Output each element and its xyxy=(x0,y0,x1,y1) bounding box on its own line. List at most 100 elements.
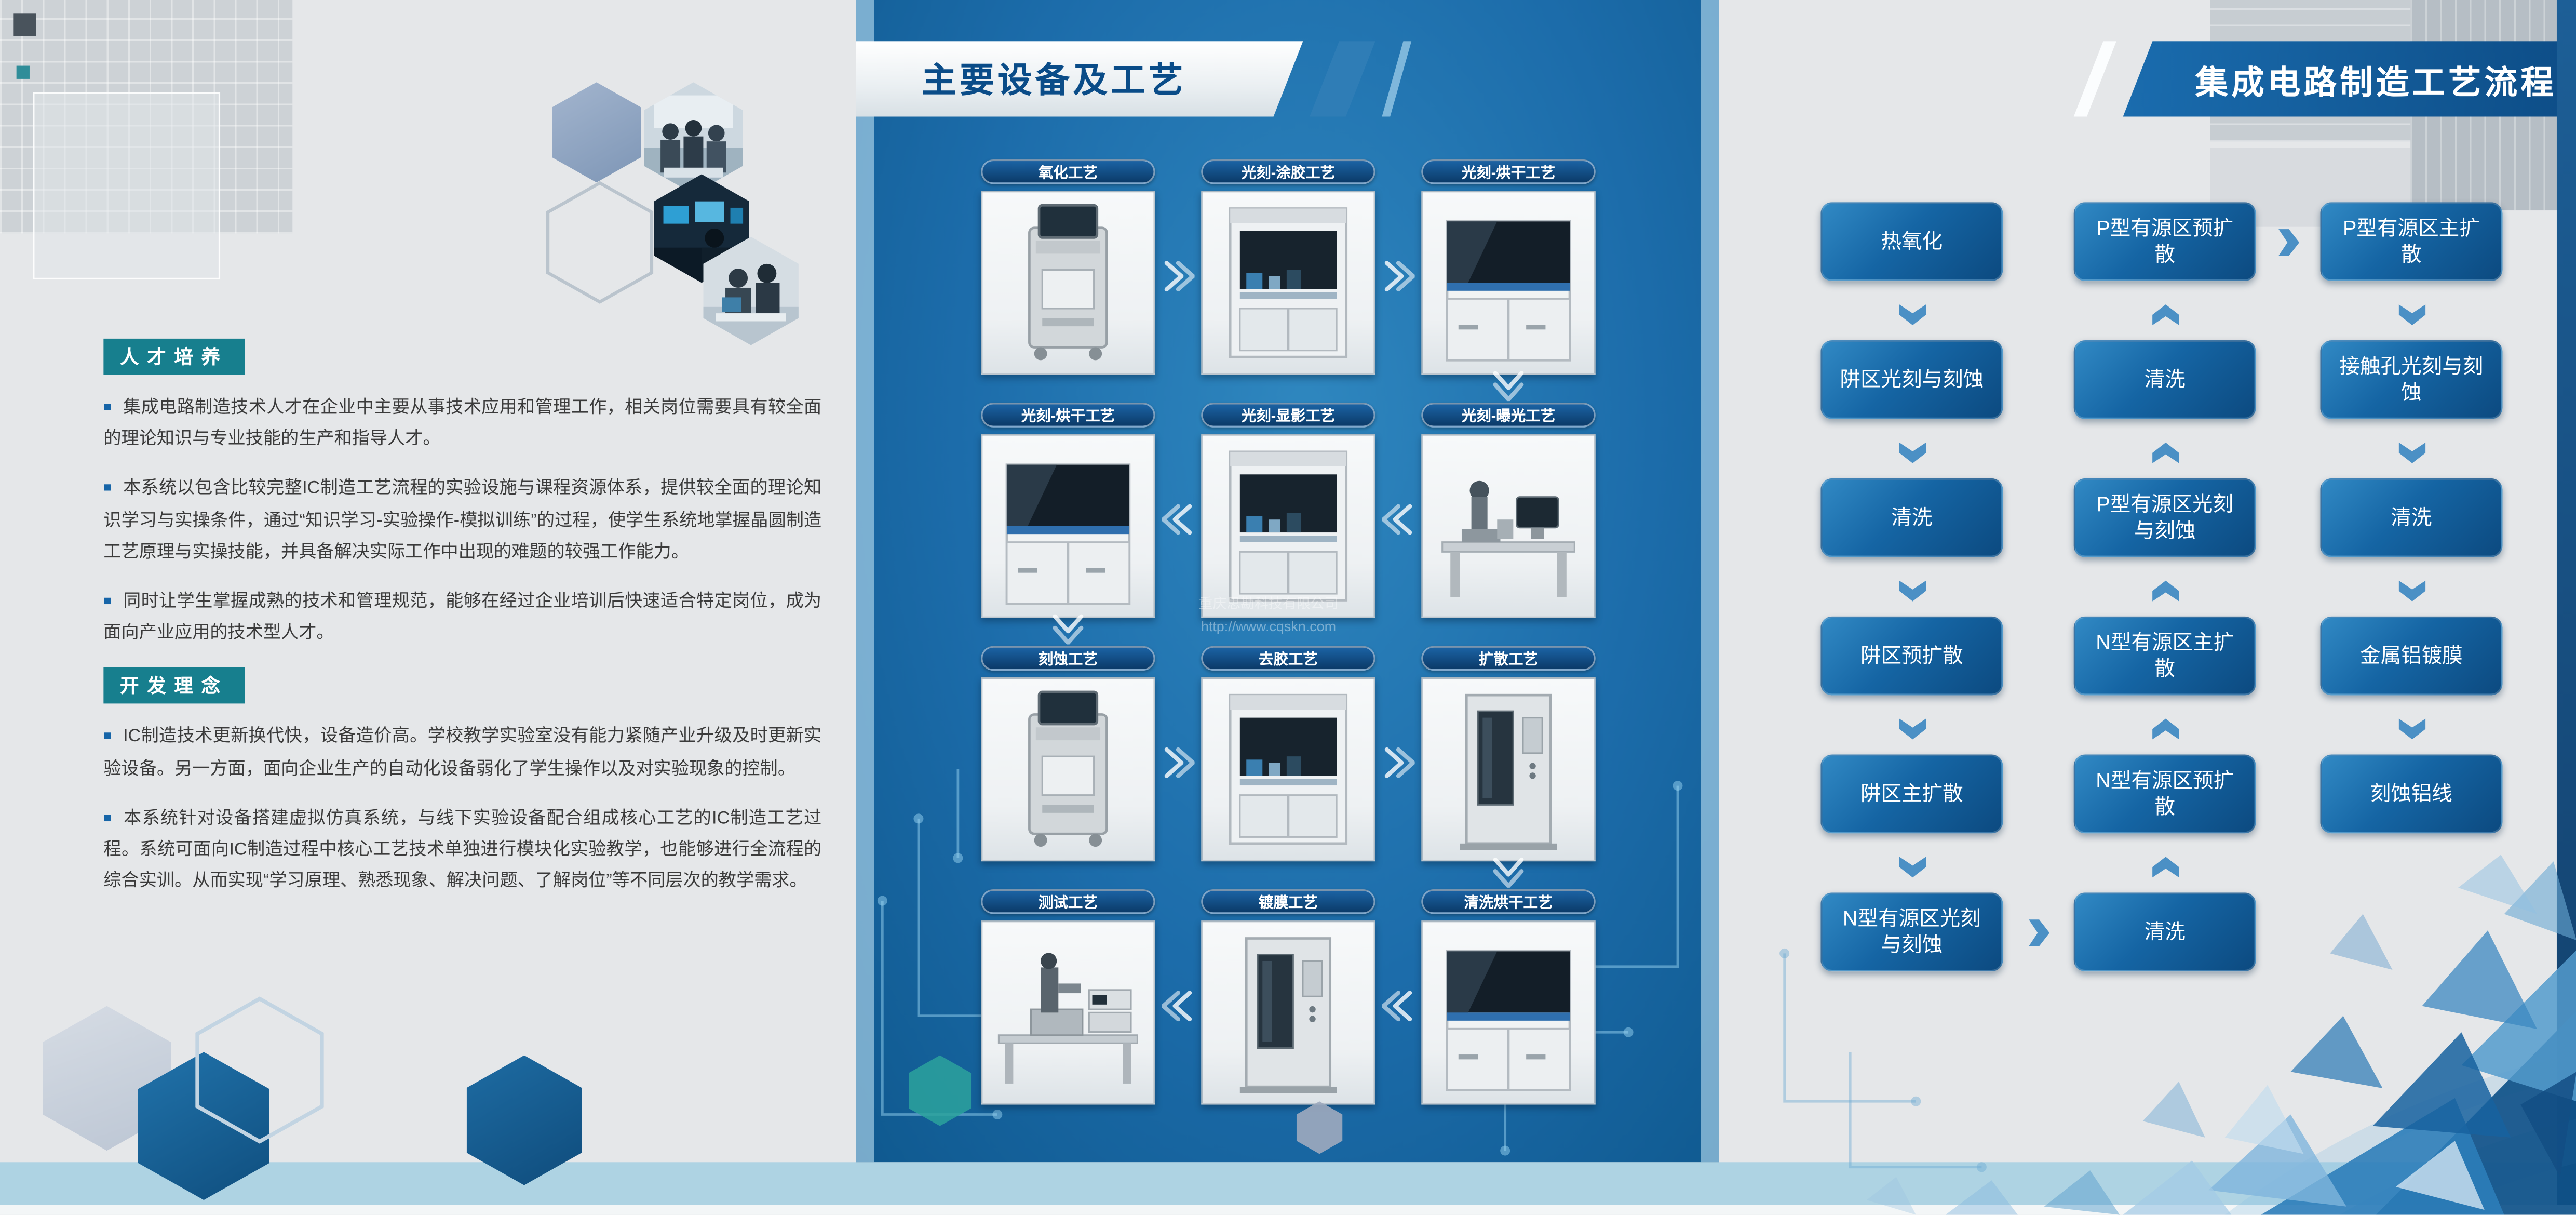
flow-step: P型有源区主扩散 xyxy=(2320,202,2503,282)
small-teal-square-decoration xyxy=(16,65,30,79)
flow-step: 刻蚀铝线 xyxy=(2320,754,2503,834)
outline-hexagon-decoration xyxy=(546,181,654,304)
equipment-card: 光刻-烘干工艺 xyxy=(981,403,1155,618)
fold-strip-right xyxy=(1701,0,1719,1163)
middle-panel: 主要设备及工艺 氧化工艺光刻-涂胶工艺光刻-烘干工艺光刻-烘干工艺光刻-显影工艺… xyxy=(856,0,1719,1163)
equipment-photo-hood xyxy=(1201,191,1375,375)
equipment-photo-cabinet xyxy=(1201,920,1375,1105)
equipment-label: 光刻-曝光工艺 xyxy=(1421,403,1596,428)
equipment-photo-probe xyxy=(981,920,1155,1105)
chevron-down-icon xyxy=(1487,850,1530,892)
equipment-photo-aligner xyxy=(1421,434,1596,618)
bottom-margin xyxy=(0,1205,2576,1215)
spine-strip-decoration xyxy=(2556,0,2576,1205)
body-paragraph: ■IC制造技术更新换代快，设备造价高。学校教学实验室没有能力紧随产业升级及时更新… xyxy=(103,727,822,779)
flow-step: 清洗 xyxy=(2320,478,2503,557)
filled-hexagon-decoration xyxy=(552,82,641,183)
equipment-card: 光刻-烘干工艺 xyxy=(1421,159,1596,375)
flow-step: 金属铝镀膜 xyxy=(2320,616,2503,696)
equipment-photo-bench xyxy=(1421,191,1596,375)
flow-arrow-up-icon xyxy=(2149,573,2181,606)
equipment-card: 镀膜工艺 xyxy=(1201,889,1375,1105)
flow-step: 清洗 xyxy=(1820,478,2003,557)
body-paragraph: ■同时让学生掌握成熟的技术和管理规范，能够在经过企业培训后快速适合特定岗位，成为… xyxy=(103,592,822,644)
equipment-label: 氧化工艺 xyxy=(981,159,1155,184)
equipment-card: 氧化工艺 xyxy=(981,159,1155,375)
equipment-label: 光刻-显影工艺 xyxy=(1201,403,1375,428)
equipment-label: 光刻-烘干工艺 xyxy=(981,403,1155,428)
equipment-label: 刻蚀工艺 xyxy=(981,646,1155,671)
flow-arrow-down-icon xyxy=(2395,712,2427,744)
flow-arrow-up-icon xyxy=(2149,298,2181,330)
flow-step: N型有源区预扩散 xyxy=(2073,754,2256,834)
body-paragraph: ■本系统以包含比较完整IC制造工艺流程的实验设施与课程资源体系，提供较全面的理论… xyxy=(103,479,822,562)
body-paragraph: ■本系统针对设备搭建虚拟仿真系统，与线下实验设备配合组成核心工艺的IC制造工艺过… xyxy=(103,808,822,891)
square-decoration xyxy=(33,92,221,279)
fold-strip-left xyxy=(856,0,874,1163)
flow-arrow-right-icon xyxy=(2022,916,2055,949)
chevron-left-icon xyxy=(1377,498,1420,541)
flow-step: 清洗 xyxy=(2073,340,2256,419)
text-section: 开发理念 ■IC制造技术更新换代快，设备造价高。学校教学实验室没有能力紧随产业升级… xyxy=(103,668,821,898)
left-panel: 人才培养 ■集成电路制造技术人才在企业中主要从事技术应用和管理工作，相关岗位需要具… xyxy=(0,0,856,1163)
equipment-card: 扩散工艺 xyxy=(1421,646,1596,862)
flow-arrow-down-icon xyxy=(2395,298,2427,330)
bullet-square-icon: ■ xyxy=(103,480,112,496)
equipment-card: 清洗烘干工艺 xyxy=(1421,889,1596,1105)
flow-step: 热氧化 xyxy=(1820,202,2003,282)
bullet-square-icon: ■ xyxy=(103,593,112,608)
flow-step: N型有源区光刻与刻蚀 xyxy=(1820,892,2003,972)
section-heading: 开发理念 xyxy=(103,668,245,704)
equipment-label: 光刻-涂胶工艺 xyxy=(1201,159,1375,184)
watermark-url: http://www.cqskn.com xyxy=(1201,619,1337,635)
text-section: 人才培养 ■集成电路制造技术人才在企业中主要从事技术应用和管理工作，相关岗位需要具… xyxy=(103,338,822,650)
equipment-card: 光刻-显影工艺 xyxy=(1201,403,1375,618)
chevron-left-icon xyxy=(1377,985,1420,1027)
equipment-photo-hood xyxy=(1201,677,1375,862)
body-paragraph: ■集成电路制造技术人才在企业中主要从事技术应用和管理工作，相关岗位需要具有较全面… xyxy=(103,397,822,449)
equipment-grid: 氧化工艺光刻-涂胶工艺光刻-烘干工艺光刻-烘干工艺光刻-显影工艺光刻-曝光工艺刻… xyxy=(856,0,1719,1162)
bullet-square-icon: ■ xyxy=(103,810,112,825)
equipment-card: 刻蚀工艺 xyxy=(981,646,1155,862)
flow-arrow-down-icon xyxy=(1895,573,1928,606)
outline-hexagon-decoration xyxy=(195,996,324,1144)
photo-hexagon-meeting xyxy=(644,82,743,194)
middle-title-banner: 主要设备及工艺 xyxy=(856,41,1303,117)
equipment-label: 去胶工艺 xyxy=(1201,646,1375,671)
right-title: 集成电路制造工艺流程 xyxy=(2195,64,2557,101)
equipment-photo-hood xyxy=(1201,434,1375,618)
chevron-down-icon xyxy=(1487,363,1530,406)
watermark: 重庆思勘科技有限公司 http://www.cqskn.com xyxy=(1104,592,1433,639)
equipment-photo-machine xyxy=(981,677,1155,862)
flow-step: 阱区光刻与刻蚀 xyxy=(1820,340,2003,419)
chevron-left-icon xyxy=(1157,498,1199,541)
equipment-card: 去胶工艺 xyxy=(1201,646,1375,862)
chevron-right-icon xyxy=(1377,741,1420,784)
text-sections: 人才培养 ■集成电路制造技术人才在企业中主要从事技术应用和管理工作，相关岗位需要具… xyxy=(103,338,822,916)
flow-arrow-down-icon xyxy=(1895,436,1928,469)
chevron-left-icon xyxy=(1157,985,1199,1027)
flow-arrow-down-icon xyxy=(1895,712,1928,744)
section-heading: 人才培养 xyxy=(103,338,245,375)
equipment-photo-cabinet xyxy=(1421,677,1596,862)
right-title-banner: 集成电路制造工艺流程 xyxy=(2123,41,2576,117)
flow-arrow-down-icon xyxy=(2395,436,2427,469)
equipment-card: 测试工艺 xyxy=(981,889,1155,1105)
flow-arrow-right-icon xyxy=(2272,225,2304,258)
chevron-right-icon xyxy=(1377,255,1420,297)
chevron-right-icon xyxy=(1157,255,1199,297)
flow-arrow-down-icon xyxy=(1895,298,1928,330)
small-square-decoration xyxy=(13,13,36,36)
flow-step: P型有源区光刻与刻蚀 xyxy=(2073,478,2256,557)
chevron-down-icon xyxy=(1047,607,1089,649)
chevron-right-icon xyxy=(1157,741,1199,784)
bullet-square-icon: ■ xyxy=(103,729,112,744)
flow-step: 阱区主扩散 xyxy=(1820,754,2003,834)
equipment-label: 光刻-烘干工艺 xyxy=(1421,159,1596,184)
equipment-label: 扩散工艺 xyxy=(1421,646,1596,671)
equipment-label: 测试工艺 xyxy=(981,889,1155,914)
flow-step: 接触孔光刻与刻蚀 xyxy=(2320,340,2503,419)
equipment-label: 清洗烘干工艺 xyxy=(1421,889,1596,914)
